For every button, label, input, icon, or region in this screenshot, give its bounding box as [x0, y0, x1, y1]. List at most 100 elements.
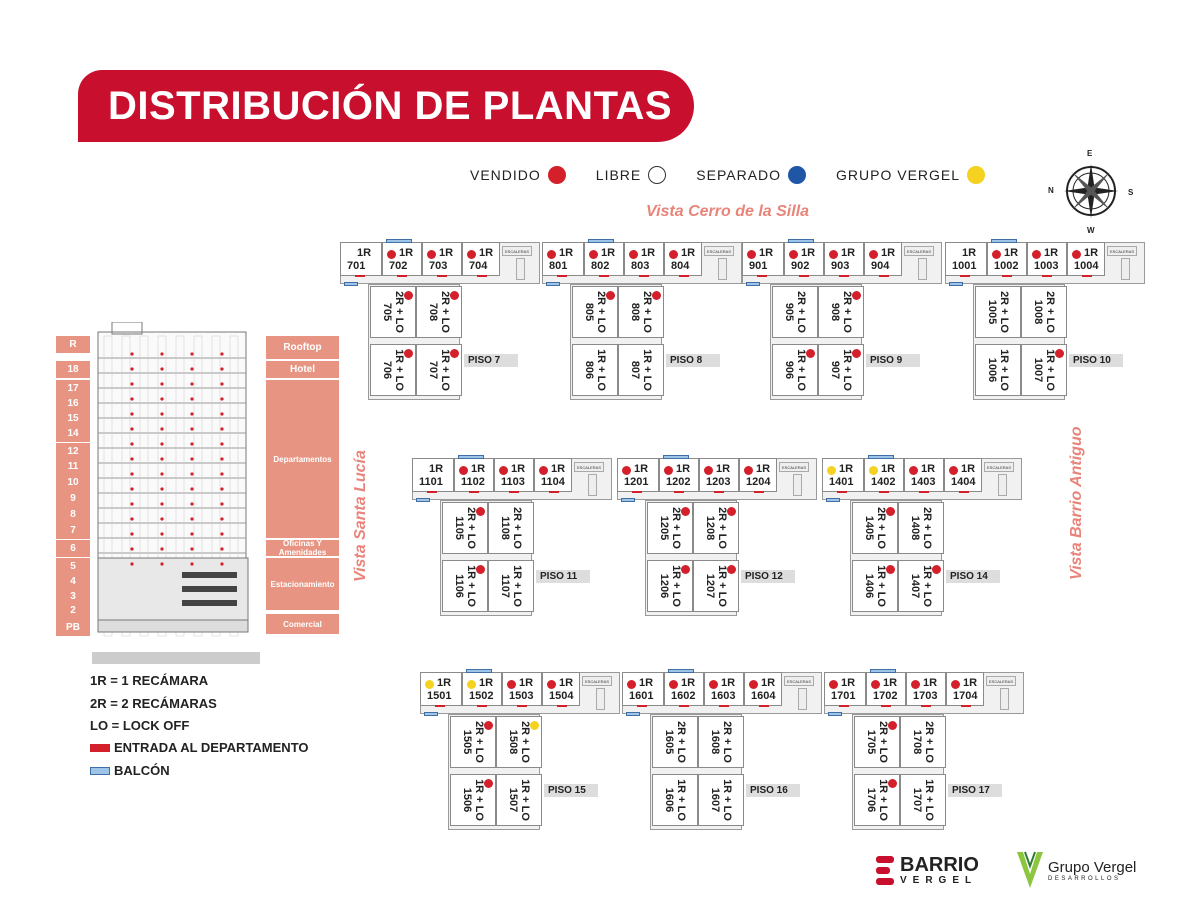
balcony	[466, 669, 492, 673]
stairs: ESCALERAS	[704, 246, 734, 256]
unit-number: 1407	[909, 573, 921, 599]
unit-number: 1608	[709, 729, 721, 755]
balcony	[424, 712, 438, 716]
unit-type: 2R + LO	[473, 721, 485, 763]
entrance-marker	[754, 491, 764, 493]
stairs: ESCALERAS	[784, 676, 814, 686]
elevators	[588, 474, 597, 496]
level-label: 2	[56, 602, 90, 619]
entrance-marker	[599, 275, 609, 277]
level-label: PB	[56, 619, 90, 636]
unit-type: 1R	[641, 247, 656, 259]
legend-vendido: VENDIDO	[470, 166, 566, 184]
key-2r: 2R = 2 RECÁMARAS	[90, 696, 217, 711]
balcony	[746, 282, 760, 286]
entrance-marker	[1082, 275, 1092, 277]
level-label: 14	[56, 425, 90, 442]
unit-type: 1R + LO	[877, 779, 889, 821]
unit-type: 1R	[439, 247, 454, 259]
unit-number: 1503	[509, 690, 534, 702]
logo-barrio: BARRIO	[900, 854, 979, 876]
status-dot	[829, 680, 838, 689]
status-dot	[827, 466, 836, 475]
unit-number: 1703	[913, 690, 938, 702]
elevators	[596, 688, 605, 710]
legend-dot	[788, 166, 807, 184]
compass-s: S	[1128, 188, 1134, 197]
unit-type: 1R	[881, 247, 896, 259]
entrance-marker	[759, 705, 769, 707]
entrance-marker	[881, 705, 891, 707]
legend-dot	[967, 166, 986, 184]
unit-number: 701	[347, 260, 366, 272]
status-dot	[749, 680, 758, 689]
balcon-swatch	[90, 766, 110, 775]
unit-type: 2R + LO	[875, 507, 887, 549]
unit-number: 1401	[829, 476, 854, 488]
legend-label: GRUPO VERGEL	[836, 167, 961, 183]
compass-w: W	[1087, 226, 1095, 235]
entrance-marker	[1002, 275, 1012, 277]
status-dot	[530, 721, 539, 730]
legend-label: SEPARADO	[696, 167, 782, 183]
unit-number: 1008	[1032, 299, 1044, 325]
level-label: 7	[56, 522, 90, 539]
status-dot	[806, 349, 815, 358]
status-dot	[911, 680, 920, 689]
balcony	[949, 282, 963, 286]
status-dot	[664, 466, 673, 475]
entrance-marker	[921, 705, 931, 707]
entrance-marker	[839, 275, 849, 277]
logo-vergel: VERGEL	[900, 875, 978, 886]
unit-type: 1R	[841, 677, 856, 689]
status-dot	[484, 721, 493, 730]
unit-type: 1R	[962, 247, 977, 259]
stairs: ESCALERAS	[904, 246, 934, 256]
unit-type: 1R	[559, 247, 574, 259]
elevators	[516, 258, 525, 280]
unit-type: 1R	[551, 463, 566, 475]
status-dot	[709, 680, 718, 689]
balcony	[668, 669, 694, 673]
floor-label: PISO 14	[946, 570, 1000, 583]
unit-type: 1R	[559, 677, 574, 689]
grupo-vergel-logo: Grupo Vergel DESARROLLOS	[1015, 850, 1136, 890]
status-dot	[747, 250, 756, 259]
status-dot	[888, 779, 897, 788]
stairs: ESCALERAS	[1107, 246, 1137, 256]
legend-dot	[547, 166, 566, 184]
unit-number: 1707	[911, 787, 923, 813]
status-legend: VENDIDO LIBRE SEPARADO GRUPO VERGEL	[470, 166, 1015, 184]
entrance-marker	[674, 491, 684, 493]
entrance-marker	[799, 275, 809, 277]
unit-number: 1505	[461, 729, 473, 755]
unit-type: 2R + LO	[877, 721, 889, 763]
unit-type: 2R + LO	[511, 507, 523, 549]
unit-type: 1R	[519, 677, 534, 689]
